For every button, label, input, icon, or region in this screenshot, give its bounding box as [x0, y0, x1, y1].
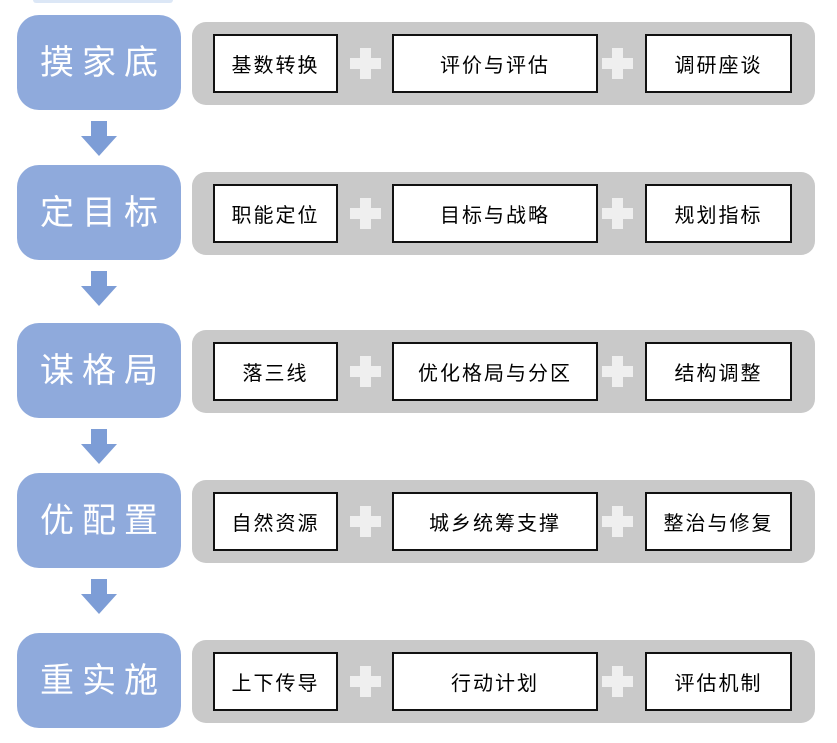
- stage-row: 优配置 自然资源 城乡统筹支撑 整治与修复: [0, 473, 837, 614]
- step-label: 调研座谈: [674, 55, 763, 77]
- down-arrow-icon: [81, 429, 117, 464]
- stage-box: 定目标: [17, 165, 181, 260]
- stage-box: 谋格局: [17, 323, 181, 418]
- step-label: 基数转换: [231, 55, 320, 77]
- step-box: 基数转换: [213, 34, 338, 93]
- stage-box: 摸家底: [17, 15, 181, 110]
- step-label: 结构调整: [674, 363, 763, 385]
- step-label: 上下传导: [231, 673, 320, 695]
- steps-bar: 上下传导 行动计划 评估机制: [192, 640, 815, 723]
- step-box: 评价与评估: [392, 34, 598, 93]
- plus-icon: [350, 666, 381, 697]
- plus-icon: [602, 356, 633, 387]
- step-box: 结构调整: [645, 342, 792, 401]
- step-label: 城乡统筹支撑: [429, 513, 561, 535]
- stage-row: 定目标 职能定位 目标与战略 规划指标: [0, 165, 837, 306]
- step-box: 规划指标: [645, 184, 792, 243]
- stage-row: 重实施 上下传导 行动计划 评估机制: [0, 633, 837, 728]
- step-box: 优化格局与分区: [392, 342, 598, 401]
- plus-icon: [350, 356, 381, 387]
- steps-bar: 职能定位 目标与战略 规划指标: [192, 172, 815, 255]
- step-box: 职能定位: [213, 184, 338, 243]
- stage-row: 摸家底 基数转换 评价与评估 调研座谈: [0, 15, 837, 156]
- stage-box: 优配置: [17, 473, 181, 568]
- step-box: 目标与战略: [392, 184, 598, 243]
- plus-icon: [602, 198, 633, 229]
- step-box: 调研座谈: [645, 34, 792, 93]
- plus-icon: [350, 198, 381, 229]
- plus-icon: [602, 506, 633, 537]
- step-box: 整治与修复: [645, 492, 792, 551]
- plus-icon: [602, 48, 633, 79]
- stage-row: 谋格局 落三线 优化格局与分区 结构调整: [0, 323, 837, 464]
- step-label: 评价与评估: [440, 55, 550, 77]
- stage-label: 谋格局: [40, 351, 166, 390]
- step-box: 评估机制: [645, 652, 792, 711]
- cropped-shape-edge: [33, 0, 173, 3]
- down-arrow-icon: [81, 121, 117, 156]
- step-label: 规划指标: [674, 205, 763, 227]
- stage-label: 优配置: [40, 501, 166, 540]
- step-box: 行动计划: [392, 652, 598, 711]
- step-box: 自然资源: [213, 492, 338, 551]
- plus-icon: [350, 48, 381, 79]
- stage-box: 重实施: [17, 633, 181, 728]
- step-box: 城乡统筹支撑: [392, 492, 598, 551]
- plus-icon: [602, 666, 633, 697]
- steps-bar: 自然资源 城乡统筹支撑 整治与修复: [192, 480, 815, 563]
- step-label: 职能定位: [231, 205, 320, 227]
- steps-bar: 落三线 优化格局与分区 结构调整: [192, 330, 815, 413]
- step-label: 目标与战略: [440, 205, 550, 227]
- step-label: 落三线: [242, 363, 309, 385]
- step-box: 上下传导: [213, 652, 338, 711]
- stage-label: 重实施: [40, 661, 166, 700]
- down-arrow-icon: [81, 579, 117, 614]
- step-label: 自然资源: [231, 513, 320, 535]
- down-arrow-icon: [81, 271, 117, 306]
- step-label: 整治与修复: [663, 513, 774, 535]
- step-label: 行动计划: [451, 673, 539, 695]
- steps-bar: 基数转换 评价与评估 调研座谈: [192, 22, 815, 105]
- step-label: 评估机制: [674, 673, 763, 695]
- step-box: 落三线: [213, 342, 338, 401]
- step-label: 优化格局与分区: [418, 363, 572, 385]
- plus-icon: [350, 506, 381, 537]
- stage-label: 摸家底: [40, 43, 166, 82]
- stage-label: 定目标: [40, 193, 166, 232]
